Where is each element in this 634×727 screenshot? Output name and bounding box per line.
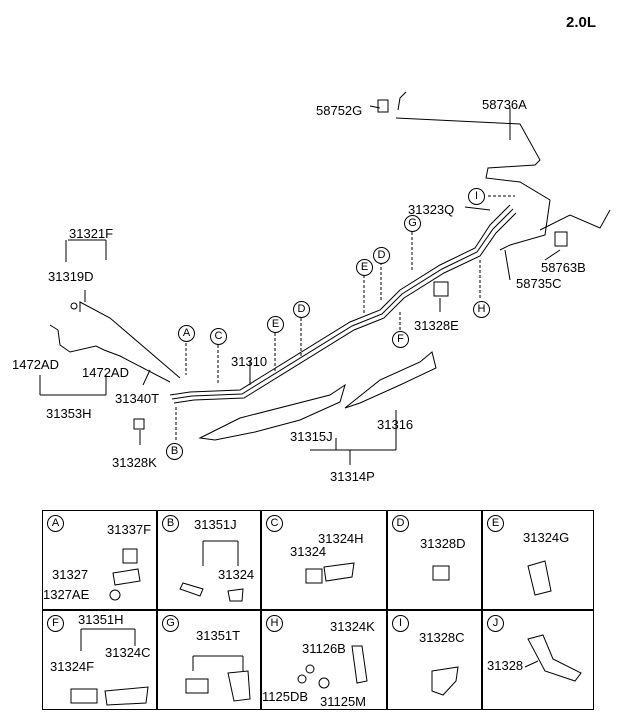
label-58736A: 58736A <box>482 97 527 112</box>
callout-d2: D <box>373 247 390 264</box>
part-31327: 31327 <box>52 567 89 582</box>
callout-h: H <box>473 301 490 318</box>
detail-letter-b: B <box>162 515 179 532</box>
callout-f: F <box>392 331 409 348</box>
detail-letter-c: C <box>266 515 283 532</box>
detail-cell-b: B 31351J 31324 <box>157 510 261 610</box>
detail-cell-i: I 31328C <box>387 610 482 710</box>
label-31321F: 31321F <box>69 226 114 241</box>
callout-c: C <box>210 328 227 345</box>
detail-cell-a: A 31337F 31327 1327AE <box>42 510 157 610</box>
part-31328: 31328 <box>487 658 524 673</box>
detail-letter-e: E <box>487 515 504 532</box>
detail-letter-h: H <box>266 615 283 632</box>
label-58763B: 58763B <box>541 260 586 275</box>
label-31315J: 31315J <box>290 429 333 444</box>
part-31125M: 31125M <box>320 694 367 709</box>
part-31328D: 31328D <box>420 536 466 551</box>
detail-letter-j: J <box>487 615 504 632</box>
part-31351T: 31351T <box>196 628 241 643</box>
part-31337F: 31337F <box>107 522 152 537</box>
assembly-drawing <box>39 91 611 465</box>
detail-letter-i: I <box>392 615 409 632</box>
part-31324C: 31324C <box>105 645 151 660</box>
detail-e-drawing <box>527 560 552 596</box>
detail-letter-f: F <box>47 615 64 632</box>
label-31323Q: 31323Q <box>408 202 455 217</box>
part-31351H: 31351H <box>78 612 124 627</box>
detail-cell-j: J 31328 <box>482 610 594 710</box>
part-31324F: 31324F <box>50 659 95 674</box>
label-31314P: 31314P <box>330 469 375 484</box>
callout-d1: D <box>293 301 310 318</box>
label-31310: 31310 <box>231 354 268 369</box>
label-1472AD-right: 1472AD <box>82 365 129 380</box>
detail-cell-f: F 31351H 31324F 31324C <box>42 610 157 710</box>
label-31328E: 31328E <box>414 318 459 333</box>
detail-f-drawing <box>70 628 149 706</box>
callout-g: G <box>404 215 421 232</box>
label-1472AD-left: 1472AD <box>12 357 59 372</box>
label-31319D: 31319D <box>48 269 94 284</box>
label-58752G: 58752G <box>316 103 363 118</box>
callout-e1: E <box>267 316 284 333</box>
detail-letter-d: D <box>392 515 409 532</box>
part-31324K: 31324K <box>330 619 375 634</box>
label-31353H: 31353H <box>46 406 92 421</box>
detail-cell-e: E 31324G <box>482 510 594 610</box>
part-31324G: 31324G <box>523 530 570 545</box>
detail-table: A 31337F 31327 1327AE B 31351J 31324 C 3… <box>42 510 594 710</box>
label-31340T: 31340T <box>115 391 160 406</box>
detail-cell-d: D 31328D <box>387 510 482 610</box>
engine-label: 2.0L <box>566 14 597 31</box>
detail-j-drawing <box>524 634 582 682</box>
detail-c-drawing <box>305 562 355 584</box>
callout-i: I <box>468 188 485 205</box>
part-31324-c: 31324 <box>290 544 327 559</box>
detail-letter-g: G <box>162 615 179 632</box>
detail-i-drawing <box>431 666 459 696</box>
detail-g-drawing <box>185 655 251 702</box>
detail-cell-c: C 31324H 31324 <box>261 510 387 610</box>
part-1327AE: 1327AE <box>43 587 90 602</box>
part-1125DB: 1125DB <box>262 689 309 704</box>
label-58735C: 58735C <box>516 276 562 291</box>
detail-b-drawing <box>179 540 244 602</box>
detail-a-drawing <box>109 548 141 601</box>
part-31324H: 31324H <box>318 531 364 546</box>
callout-b: B <box>166 443 183 460</box>
detail-letter-a: A <box>47 515 64 532</box>
part-31351J: 31351J <box>194 517 237 532</box>
detail-h-drawing <box>297 645 368 689</box>
callout-a: A <box>178 325 195 342</box>
detail-cell-g: G 31351T <box>157 610 261 710</box>
label-31328K: 31328K <box>112 455 157 470</box>
part-31328C: 31328C <box>419 630 465 645</box>
detail-cell-h: H 31324K 31126B 1125DB 31125M <box>261 610 387 710</box>
callout-e2: E <box>356 259 373 276</box>
part-31126B: 31126B <box>302 641 346 656</box>
detail-d-drawing <box>432 565 450 581</box>
label-31316: 31316 <box>377 417 414 432</box>
part-31324-b: 31324 <box>218 567 255 582</box>
